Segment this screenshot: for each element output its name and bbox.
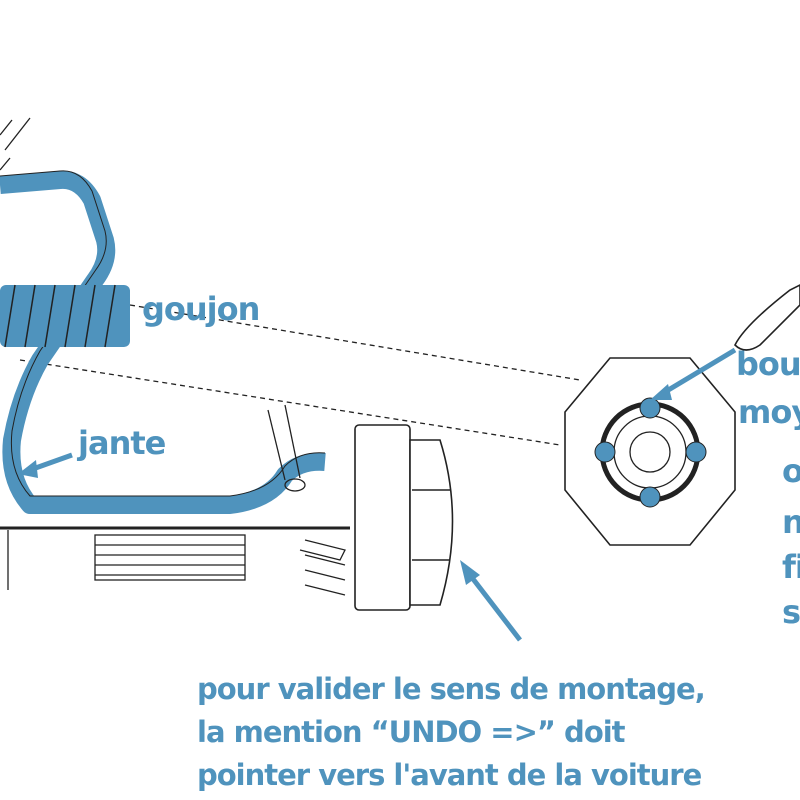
label-goujon: goujon bbox=[142, 290, 260, 328]
threaded-shaft bbox=[94, 534, 246, 581]
spring bbox=[299, 539, 346, 596]
clip-bolt bbox=[267, 404, 306, 492]
label-fragment: n bbox=[782, 503, 800, 541]
mounting-note: pour valider le sens de montage, la ment… bbox=[197, 668, 706, 797]
label-fragment: fil bbox=[782, 548, 800, 586]
key-hole-bottom bbox=[639, 486, 661, 508]
note-arrow bbox=[468, 573, 522, 642]
label-fragment: bou bbox=[736, 345, 800, 383]
projection-lines bbox=[19, 304, 581, 446]
note-line: la mention “UNDO =>” doit bbox=[197, 715, 626, 749]
label-fragment: s bbox=[782, 593, 800, 631]
wheel-stud bbox=[0, 284, 130, 348]
wheel-nut-side bbox=[354, 424, 454, 611]
hub-hatch bbox=[0, 117, 31, 171]
key-hole-top bbox=[639, 397, 661, 419]
note-line: pour valider le sens de montage, bbox=[197, 672, 706, 706]
key-hole-right bbox=[685, 441, 707, 463]
wheel-nut-front bbox=[564, 357, 736, 546]
key-arrow bbox=[658, 347, 737, 398]
note-line: pointer vers l'avant de la voiture bbox=[197, 758, 702, 792]
label-jante: jante bbox=[78, 424, 166, 462]
label-fragment: o bbox=[782, 452, 800, 490]
key-tool bbox=[734, 284, 800, 351]
label-fragment: moy bbox=[738, 393, 800, 431]
key-hole-left bbox=[594, 441, 616, 463]
